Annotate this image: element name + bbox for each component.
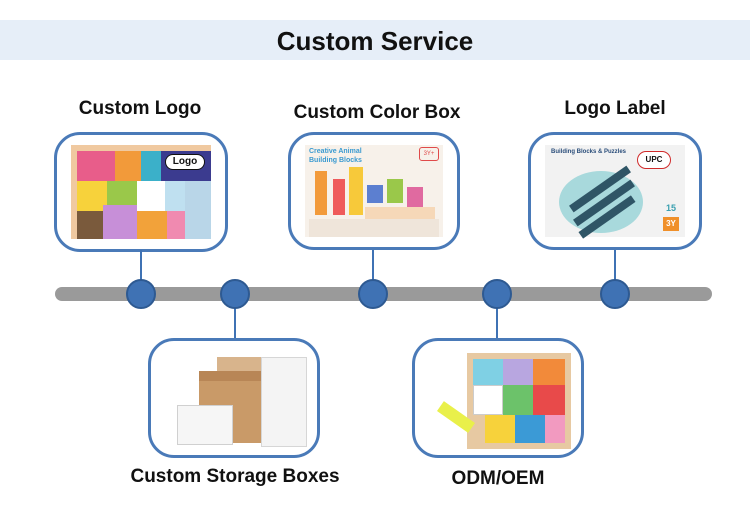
timeline-dot-storage-boxes — [220, 279, 250, 309]
logo-puzzle-image: Logo — [71, 145, 211, 239]
label-custom-logo: Custom Logo — [78, 98, 202, 119]
age-badge: 3Y+ — [419, 147, 439, 161]
timeline-dot-logo-label — [600, 279, 630, 309]
color-box-image: Creative Animal Building Blocks 3Y+ — [305, 145, 443, 237]
logo-label-image-frame: Building Blocks & Puzzles UPC 15 3Y — [528, 132, 702, 250]
label-logo-label: Logo Label — [564, 98, 666, 119]
connector-logo-label — [614, 250, 616, 292]
piece-count: 15 — [665, 203, 676, 213]
page-title: Custom Service — [276, 26, 474, 56]
logo-text-badge: Logo — [165, 154, 205, 170]
connector-custom-logo — [140, 250, 142, 292]
label-odm-oem: ODM/OEM — [451, 468, 545, 489]
label-custom-color-box: Custom Color Box — [293, 102, 461, 123]
odm-oem-image-frame — [412, 338, 584, 458]
title-band — [0, 20, 750, 60]
storage-boxes-image — [165, 351, 307, 447]
custom-logo-image-frame: Logo — [54, 132, 228, 252]
label-box-title: Building Blocks & Puzzles — [551, 149, 627, 155]
upc-badge: UPC — [637, 151, 671, 169]
timeline-dot-color-box — [358, 279, 388, 309]
logo-label-box-image: Building Blocks & Puzzles UPC 15 3Y — [545, 145, 685, 239]
connector-odm-oem — [496, 296, 498, 338]
color-box-image-frame: Creative Animal Building Blocks 3Y+ — [288, 132, 460, 250]
timeline-dot-odm-oem — [482, 279, 512, 309]
color-box-title: Creative Animal Building Blocks — [309, 148, 362, 164]
label-custom-storage-boxes: Custom Storage Boxes — [130, 466, 340, 487]
connector-color-box — [372, 250, 374, 292]
storage-boxes-image-frame — [148, 338, 320, 458]
odm-oem-puzzle-image — [429, 351, 571, 449]
connector-storage-boxes — [234, 296, 236, 338]
timeline-dot-custom-logo — [126, 279, 156, 309]
age-label: 3Y — [663, 217, 679, 231]
